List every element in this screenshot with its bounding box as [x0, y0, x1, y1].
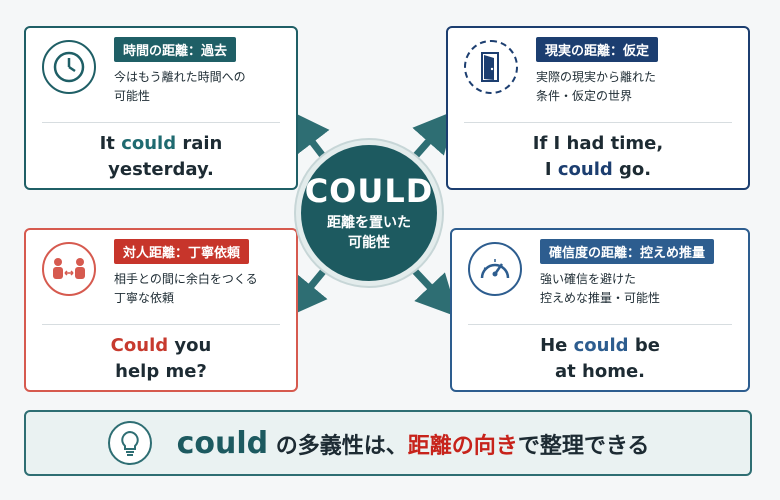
tag-certainty-distance: 確信度の距離：控えめ推量	[540, 239, 715, 264]
center-subtitle: 距離を置いた 可能性	[327, 215, 411, 251]
desc-reality-distance: 実際の現実から離れた 条件・仮定の世界	[536, 70, 657, 103]
desc-interpersonal-distance: 相手との間に余白をつくる 丁寧な依頼	[114, 272, 258, 305]
divider	[468, 324, 732, 325]
example-certainty-distance: He could be at home.	[540, 335, 660, 382]
example-reality-distance: If I had time, I could go.	[532, 133, 664, 180]
card-time-distance: 時間の距離：過去 今はもう離れた時間への 可能性 It could rain y…	[24, 26, 298, 190]
tag-interpersonal-distance: 対人距離：丁寧依頼	[114, 239, 250, 264]
arrow-top-left	[287, 109, 330, 163]
door-icon	[464, 40, 518, 94]
divider	[42, 122, 280, 123]
tag-time-distance: 時間の距離：過去	[114, 37, 237, 62]
divider	[42, 324, 280, 325]
desc-time-distance: 今はもう離れた時間への 可能性	[114, 70, 246, 103]
card-reality-distance: 現実の距離：仮定 実際の現実から離れた 条件・仮定の世界 If I had ti…	[446, 26, 750, 190]
arrow-top-right	[409, 110, 456, 163]
arrow-bottom-left	[284, 265, 329, 319]
card-interpersonal-distance: 対人距離：丁寧依頼 相手との間に余白をつくる 丁寧な依頼 Could you h…	[24, 228, 298, 392]
center-title: COULD	[304, 172, 434, 210]
tag-reality-distance: 現実の距離：仮定	[536, 37, 659, 62]
divider	[464, 122, 732, 123]
gauge-icon	[468, 242, 522, 296]
clock-icon	[42, 40, 96, 94]
example-interpersonal-distance: Could you help me?	[110, 335, 212, 382]
summary-banner: could の多義性は、距離の向きで整理できる	[24, 410, 752, 476]
desc-certainty-distance: 強い確信を避けた 控えめな推量・可能性	[540, 272, 661, 305]
example-time-distance: It could rain yesterday.	[99, 133, 223, 180]
summary-text: could の多義性は、距離の向きで整理できる	[176, 425, 650, 461]
lightbulb-icon	[108, 421, 152, 465]
center-could-circle: COULD 距離を置いた 可能性	[296, 140, 442, 286]
card-certainty-distance: 確信度の距離：控えめ推量 強い確信を避けた 控えめな推量・可能性 He coul…	[450, 228, 750, 392]
people-icon	[42, 242, 96, 296]
arrow-bottom-right	[409, 265, 459, 318]
